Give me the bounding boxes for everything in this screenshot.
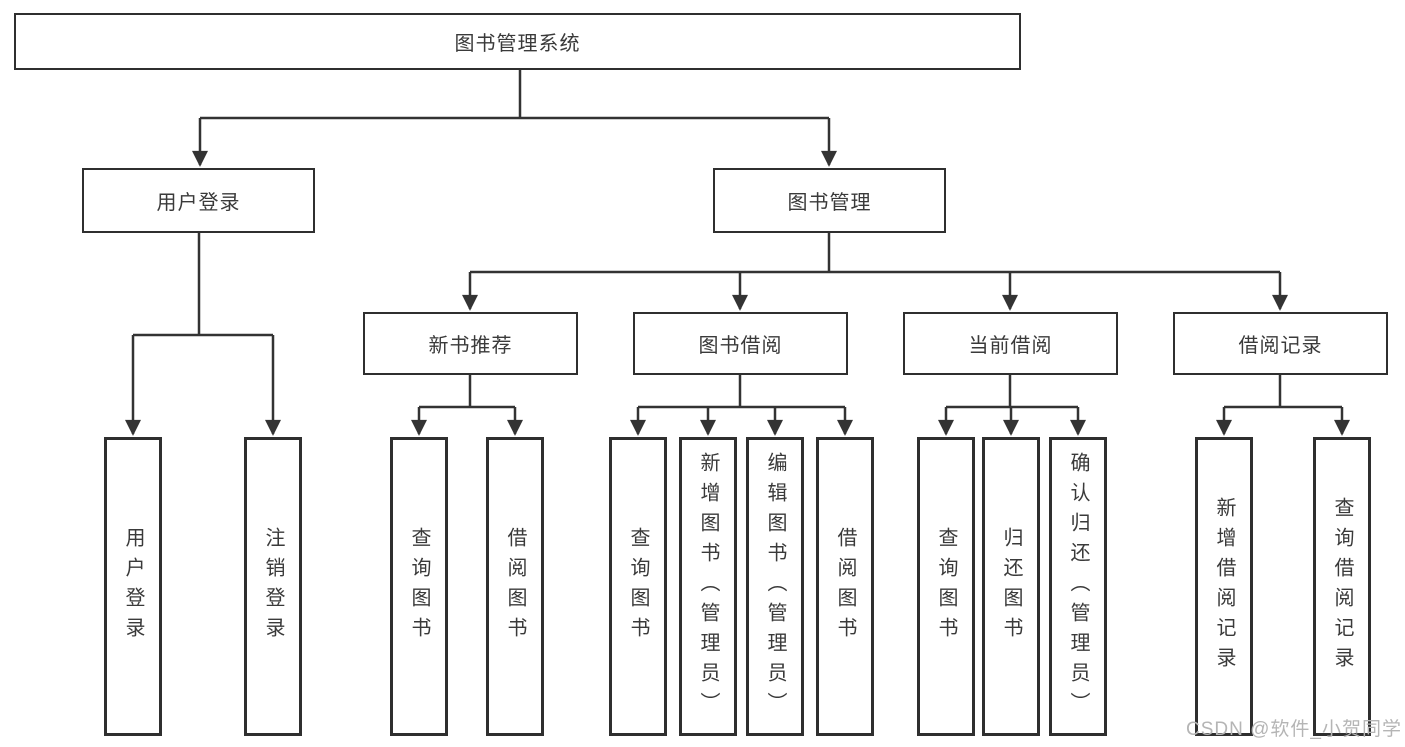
node-borrowing-records: 借阅记录 — [1173, 312, 1388, 375]
leaf-query-books-recommend: 查询图书 — [390, 437, 448, 736]
leaf-borrow-book-recommend-label: 借阅图书 — [504, 526, 526, 647]
leaf-borrow-book: 借阅图书 — [816, 437, 874, 736]
leaf-borrow-book-label: 借阅图书 — [834, 526, 856, 647]
leaf-query-borrow-record: 查询借阅记录 — [1313, 437, 1371, 736]
node-book-borrowing-label: 图书借阅 — [698, 335, 783, 357]
leaf-return-book-label: 归还图书 — [1000, 526, 1022, 647]
leaf-confirm-return-admin: 确认归还（管理员） — [1049, 437, 1107, 736]
leaf-user-login-label: 用户登录 — [122, 526, 144, 647]
leaf-user-login: 用户登录 — [104, 437, 162, 736]
leaf-query-books-recommend-label: 查询图书 — [408, 526, 430, 647]
node-book-borrowing: 图书借阅 — [633, 312, 848, 375]
leaf-add-book-admin: 新增图书（管理员） — [679, 437, 737, 736]
leaf-edit-book-admin-label: 编辑图书（管理员） — [764, 451, 786, 722]
node-new-book-recommend-label: 新书推荐 — [428, 335, 513, 357]
leaf-add-borrow-record-label: 新增借阅记录 — [1213, 496, 1235, 677]
leaf-edit-book-admin: 编辑图书（管理员） — [746, 437, 804, 736]
node-root-system: 图书管理系统 — [14, 13, 1021, 70]
leaf-return-book: 归还图书 — [982, 437, 1040, 736]
node-user-login: 用户登录 — [82, 168, 315, 233]
node-book-management: 图书管理 — [713, 168, 946, 233]
node-user-login-label: 用户登录 — [156, 192, 241, 214]
leaf-query-books-borrowing-label: 查询图书 — [627, 526, 649, 647]
leaf-query-borrow-record-label: 查询借阅记录 — [1331, 496, 1353, 677]
node-new-book-recommend: 新书推荐 — [363, 312, 578, 375]
leaf-query-books-current: 查询图书 — [917, 437, 975, 736]
csdn-watermark: CSDN @软件_小贺同学 — [1186, 719, 1402, 740]
node-book-management-label: 图书管理 — [787, 192, 872, 214]
leaf-add-borrow-record: 新增借阅记录 — [1195, 437, 1253, 736]
node-root-label: 图书管理系统 — [454, 33, 581, 55]
leaf-logout: 注销登录 — [244, 437, 302, 736]
leaf-confirm-return-admin-label: 确认归还（管理员） — [1067, 451, 1089, 722]
node-current-borrowing: 当前借阅 — [903, 312, 1118, 375]
leaf-add-book-admin-label: 新增图书（管理员） — [697, 451, 719, 722]
node-current-borrowing-label: 当前借阅 — [968, 335, 1053, 357]
leaf-borrow-book-recommend: 借阅图书 — [486, 437, 544, 736]
leaf-query-books-borrowing: 查询图书 — [609, 437, 667, 736]
leaf-query-books-current-label: 查询图书 — [935, 526, 957, 647]
leaf-logout-label: 注销登录 — [262, 526, 284, 647]
node-borrowing-records-label: 借阅记录 — [1238, 335, 1323, 357]
